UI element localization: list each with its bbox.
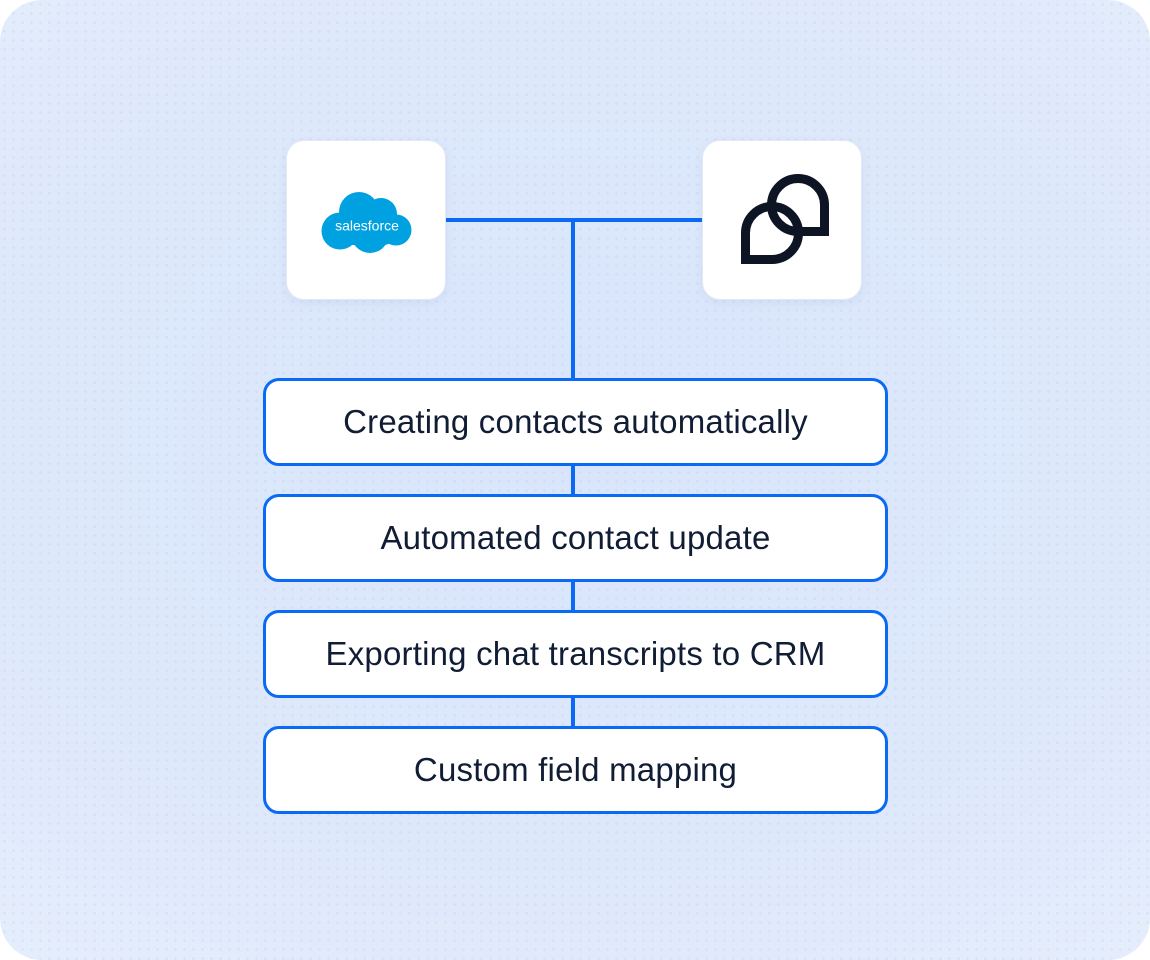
chat-bubble-front-icon xyxy=(741,202,803,264)
connector-line-vertical xyxy=(571,218,575,760)
smartsupp-card xyxy=(702,140,862,300)
feature-box-creating-contacts: Creating contacts automatically xyxy=(263,378,888,466)
salesforce-card: salesforce xyxy=(286,140,446,300)
feature-box-custom-field-mapping: Custom field mapping xyxy=(263,726,888,814)
feature-label: Custom field mapping xyxy=(413,751,738,788)
feature-label: Automated contact update xyxy=(380,519,771,556)
salesforce-wordmark: salesforce xyxy=(335,218,399,234)
feature-label: Exporting chat transcripts to CRM xyxy=(325,635,826,672)
smartsupp-logo-icon xyxy=(703,141,863,301)
salesforce-logo-icon: salesforce xyxy=(321,192,412,253)
feature-box-automated-update: Automated contact update xyxy=(263,494,888,582)
feature-label: Creating contacts automatically xyxy=(343,403,808,440)
feature-box-export-transcripts: Exporting chat transcripts to CRM xyxy=(263,610,888,698)
